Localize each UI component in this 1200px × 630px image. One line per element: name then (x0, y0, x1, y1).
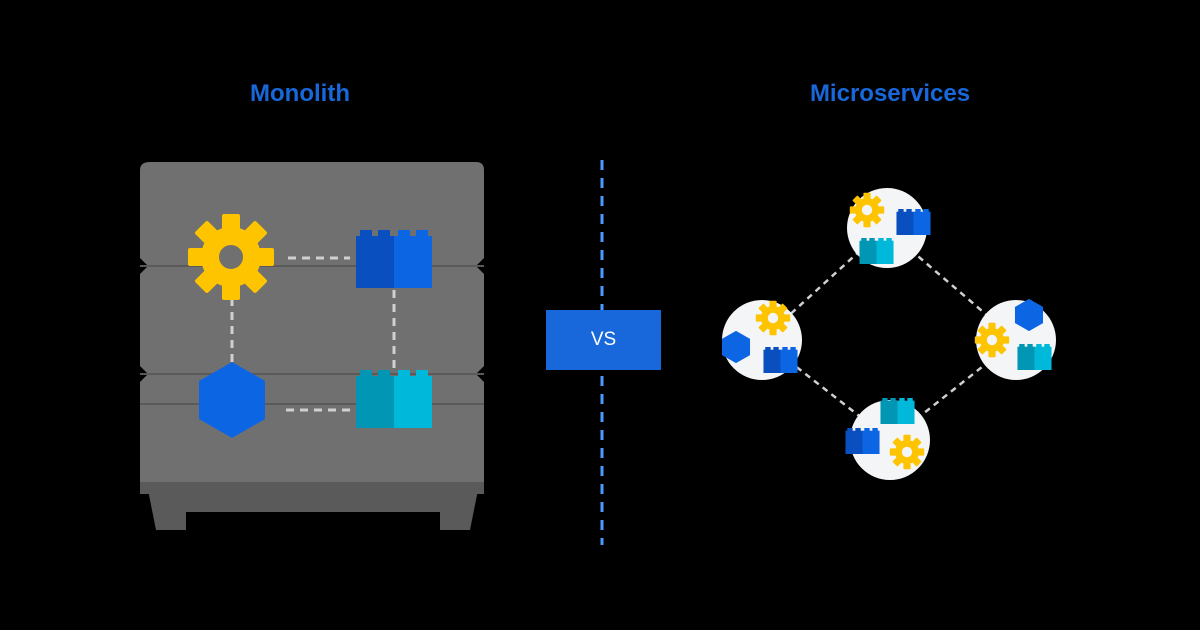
gear-icon (889, 434, 925, 470)
vs-badge: VS (546, 310, 661, 370)
block-icon (859, 238, 894, 264)
microservice-node (847, 188, 931, 268)
monolith-server-icon (140, 162, 484, 530)
block-icon (763, 347, 798, 373)
microservices-title: Microservices (809, 80, 971, 107)
block-icon (1017, 344, 1052, 370)
monolith-title: Monolith (250, 80, 350, 107)
gear-icon (188, 214, 274, 300)
block-icon (356, 230, 432, 288)
block-icon (880, 398, 915, 424)
microservice-node (845, 398, 930, 480)
block-icon (356, 370, 432, 428)
monolith-connectors (230, 256, 396, 412)
microservice-node (974, 298, 1056, 380)
block-icon (845, 428, 880, 454)
gear-icon (755, 300, 791, 336)
block-icon (896, 209, 931, 235)
microservice-node (721, 300, 802, 380)
gear-icon (974, 322, 1010, 358)
gear-icon (849, 192, 885, 228)
